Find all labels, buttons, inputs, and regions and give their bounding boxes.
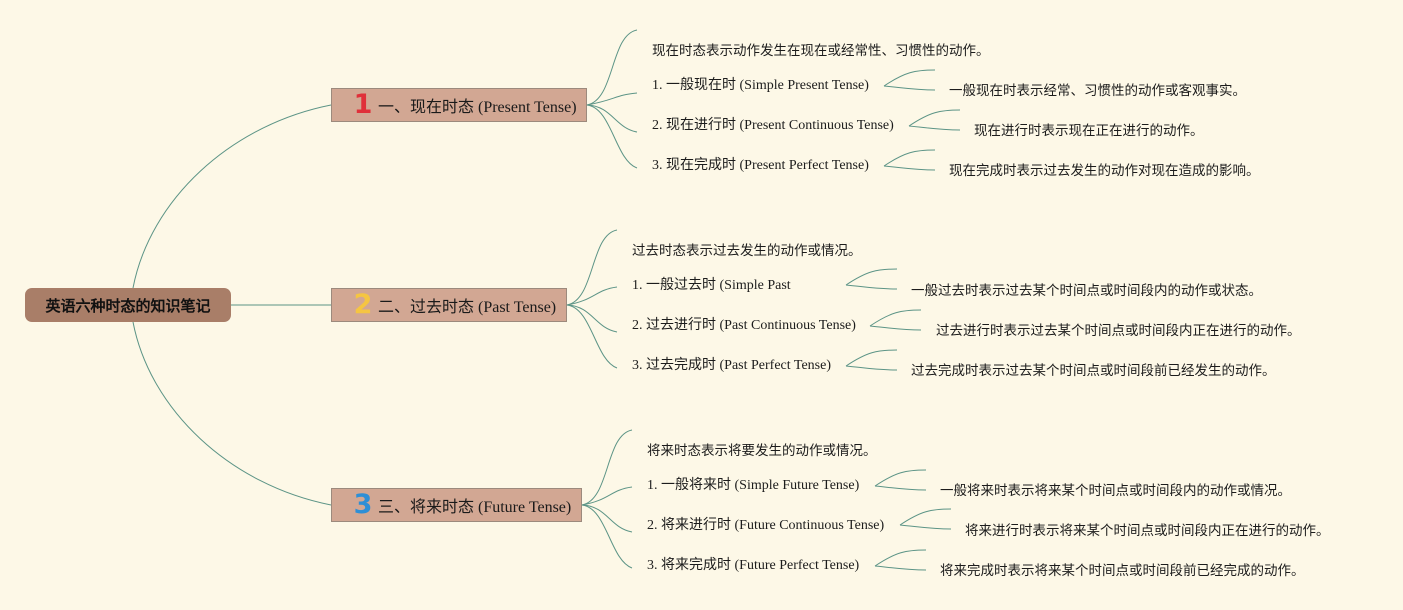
branch-present-tense[interactable]: 1 一、现在时态 (Present Tense) (331, 88, 587, 122)
branch-2-item-2[interactable]: 2. 过去进行时 (Past Continuous Tense) (632, 318, 856, 333)
branch-3-item-1-desc[interactable]: 一般将来时表示将来某个时间点或时间段内的动作或情况。 (940, 483, 1291, 499)
branch-1-item-3-desc[interactable]: 现在完成时表示过去发生的动作对现在造成的影响。 (949, 163, 1260, 179)
branch-label: 二、过去时态 (Past Tense) (378, 299, 557, 316)
branch-label: 一、现在时态 (Present Tense) (378, 99, 577, 116)
root-topic-label: 英语六种时态的知识笔记 (45, 296, 211, 315)
branch-2-item-3-desc[interactable]: 过去完成时表示过去某个时间点或时间段前已经发生的动作。 (911, 363, 1276, 379)
branch-2-item-1[interactable]: 1. 一般过去时 (Simple Past (632, 278, 791, 293)
connector-root-branch-3 (132, 321, 332, 506)
branch-3-item-2-desc[interactable]: 将来进行时表示将来某个时间点或时间段内正在进行的动作。 (965, 523, 1330, 539)
root-topic[interactable]: 英语六种时态的知识笔记 (25, 288, 231, 322)
branch-1-item-2[interactable]: 2. 现在进行时 (Present Continuous Tense) (652, 118, 894, 133)
number-1-icon: 1 (353, 89, 373, 120)
number-3-icon: 3 (353, 489, 373, 520)
connector-root-branch-1 (132, 104, 332, 289)
branch-3-item-2[interactable]: 2. 将来进行时 (Future Continuous Tense) (647, 518, 885, 533)
connectors-branch-3 (581, 429, 952, 571)
connectors-branch-2 (566, 229, 922, 371)
branch-future-tense[interactable]: 3 三、将来时态 (Future Tense) (331, 488, 582, 522)
branch-1-item-1-desc[interactable]: 一般现在时表示经常、习惯性的动作或客观事实。 (949, 83, 1246, 99)
branch-1-item-3[interactable]: 3. 现在完成时 (Present Perfect Tense) (652, 158, 869, 173)
branch-2-item-2-desc[interactable]: 过去进行时表示过去某个时间点或时间段内正在进行的动作。 (936, 323, 1301, 339)
branch-2-intro[interactable]: 过去时态表示过去发生的动作或情况。 (632, 243, 862, 259)
branch-3-item-3-desc[interactable]: 将来完成时表示将来某个时间点或时间段前已经完成的动作。 (940, 563, 1305, 579)
branch-2-item-1-desc[interactable]: 一般过去时表示过去某个时间点或时间段内的动作或状态。 (911, 283, 1262, 299)
branch-3-item-1[interactable]: 1. 一般将来时 (Simple Future Tense) (647, 478, 860, 493)
branch-2-item-3[interactable]: 3. 过去完成时 (Past Perfect Tense) (632, 358, 832, 373)
branch-1-item-2-desc[interactable]: 现在进行时表示现在正在进行的动作。 (974, 123, 1204, 139)
branch-3-intro[interactable]: 将来时态表示将要发生的动作或情况。 (647, 443, 877, 459)
branch-1-intro[interactable]: 现在时态表示动作发生在现在或经常性、习惯性的动作。 (652, 43, 990, 59)
branch-label: 三、将来时态 (Future Tense) (378, 499, 572, 516)
branch-3-item-3[interactable]: 3. 将来完成时 (Future Perfect Tense) (647, 558, 860, 573)
connectors-branch-1 (586, 29, 961, 171)
branch-1-item-1[interactable]: 1. 一般现在时 (Simple Present Tense) (652, 78, 869, 93)
number-2-icon: 2 (353, 289, 373, 320)
branch-past-tense[interactable]: 2 二、过去时态 (Past Tense) (331, 288, 567, 322)
